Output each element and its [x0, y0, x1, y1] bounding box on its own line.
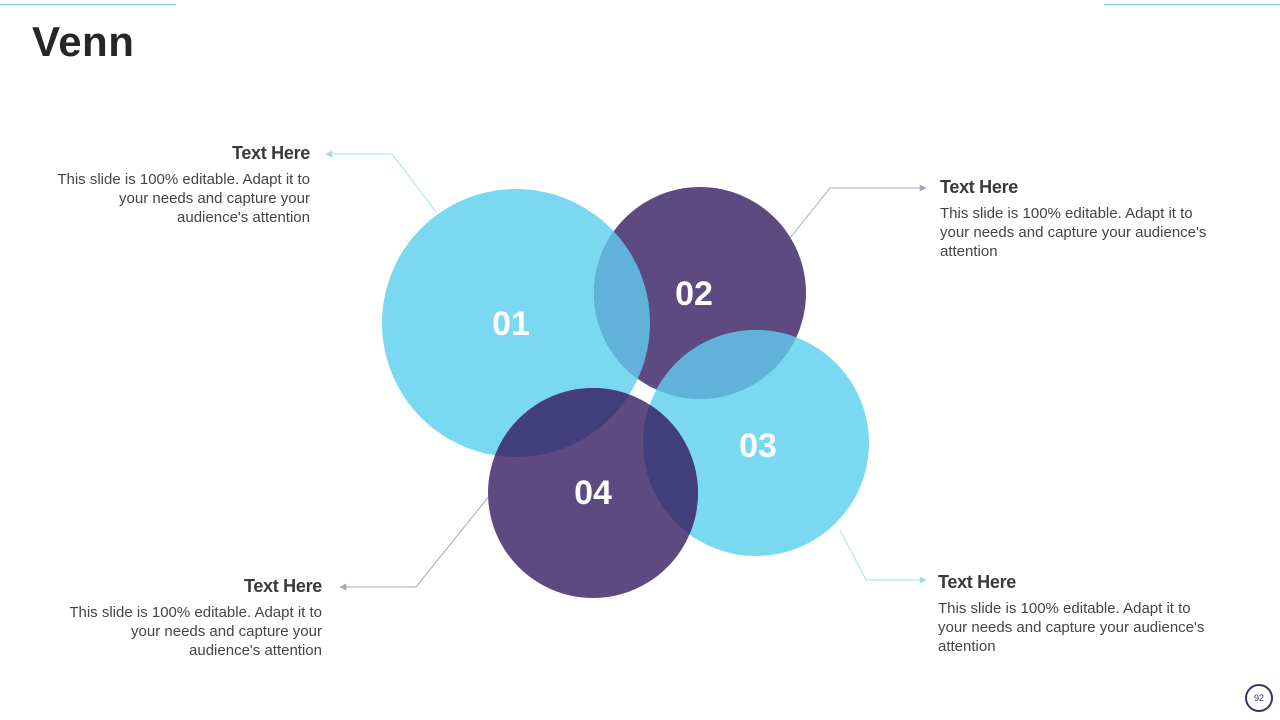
callout-body: This slide is 100% editable. Adapt it to… [57, 171, 310, 226]
callout-body: This slide is 100% editable. Adapt it to… [69, 604, 322, 659]
callout-heading: Text Here [940, 177, 1019, 197]
slide-title: Venn [32, 18, 135, 65]
connector-line-04 [339, 494, 491, 591]
callout-01: Text Here This slide is 100% editable. A… [50, 143, 310, 227]
callout-04: Text Here This slide is 100% editable. A… [62, 576, 322, 660]
callout-heading: Text Here [243, 576, 322, 596]
connector-line-03 [839, 529, 927, 584]
connector-line-01 [325, 150, 437, 213]
callout-03: Text Here This slide is 100% editable. A… [938, 572, 1213, 656]
circle-label-01: 01 [492, 305, 530, 343]
top-right-accent-line [1104, 4, 1280, 5]
circle-label-04: 04 [574, 474, 612, 512]
circle-label-02: 02 [675, 275, 713, 313]
callout-heading: Text Here [938, 572, 1017, 592]
circle-label-03: 03 [739, 427, 777, 465]
connector-line-02 [789, 184, 927, 239]
callout-body: This slide is 100% editable. Adapt it to… [938, 600, 1205, 655]
overlap-02-03 [643, 330, 806, 399]
top-left-accent-line [0, 4, 176, 5]
callout-02: Text Here This slide is 100% editable. A… [940, 177, 1215, 261]
callout-body: This slide is 100% editable. Adapt it to… [940, 205, 1207, 260]
page-number-badge: 92 [1245, 684, 1273, 712]
callout-heading: Text Here [231, 143, 310, 163]
